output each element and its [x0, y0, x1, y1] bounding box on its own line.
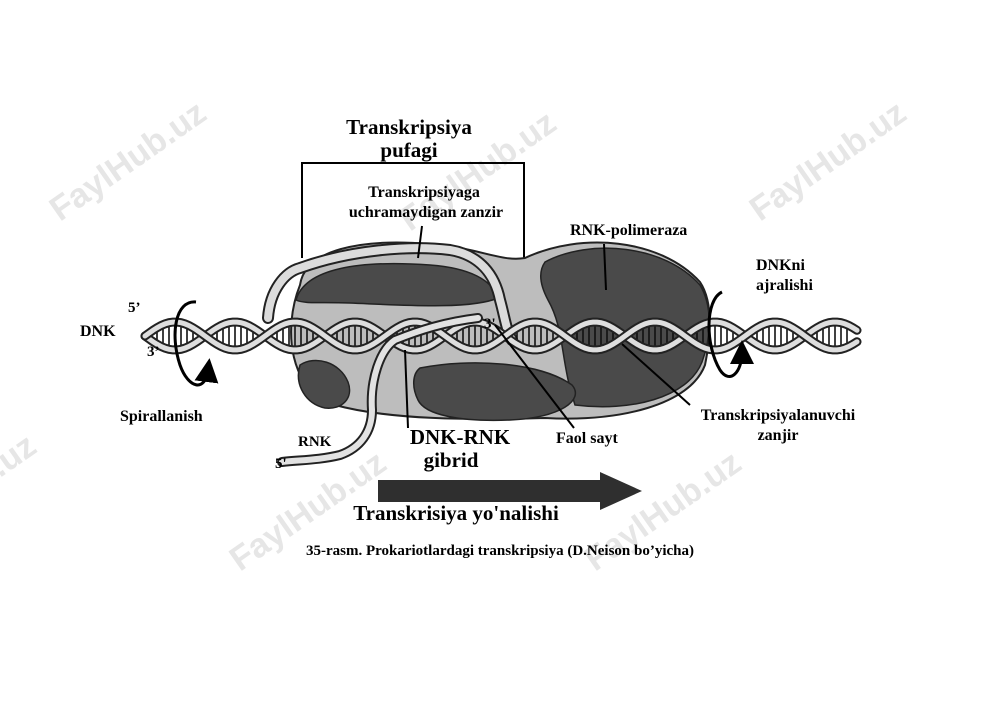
left-rotation-arrow — [173, 300, 219, 387]
polymerase-left-lobe — [297, 359, 351, 409]
dna-label: DNK — [80, 323, 116, 340]
rna-label: RNK — [298, 434, 332, 450]
active-site-label: Faol sayt — [556, 430, 618, 447]
watermark-text: FaylHub.uz — [0, 426, 43, 561]
direction-arrow — [378, 472, 642, 510]
five-prime-rna-label: 5' — [275, 456, 287, 472]
right-rotation-arrow — [707, 290, 754, 378]
leader-hybrid — [404, 349, 409, 429]
nontemplate-strand-fill — [264, 244, 516, 344]
leader-nontemplate — [417, 225, 423, 259]
unwinding-label-line1: DNKni — [756, 257, 805, 274]
template-label-line1: Transkripsiyalanuvchi — [701, 407, 856, 424]
unwinding-label-line2: ajralishi — [756, 277, 813, 294]
template-label-line2: zanjir — [758, 427, 799, 444]
leader-lines — [404, 225, 691, 429]
hybrid-label-line1: DNK-RNK — [410, 425, 511, 449]
bubble-title-line2: pufagi — [380, 138, 437, 162]
direction-label: Transkrisiya yo'nalishi — [353, 501, 559, 525]
watermark-text: FaylHub.uz — [743, 93, 913, 228]
leader-template — [621, 343, 691, 406]
nontemplate-label-line1: Transkripsiyaga — [368, 184, 480, 201]
rna-strand-fill — [279, 315, 481, 465]
leader-active-site — [494, 324, 575, 429]
five-prime-top-label: 5’ — [128, 300, 141, 316]
polymerase-label: RNK-polimeraza — [570, 222, 687, 239]
bubble-title-line1: Transkripsiya — [346, 115, 472, 139]
leader-polymerase — [603, 243, 607, 291]
rna-polymerase — [290, 241, 711, 422]
polymerase-right-lobe — [540, 247, 710, 408]
three-prime-left-label: 3’ — [147, 344, 160, 360]
three-prime-center-label: 3' — [484, 316, 496, 332]
bubble-bracket — [301, 162, 525, 258]
spiral-label: Spirallanish — [120, 408, 203, 425]
hybrid-label-line2: gibrid — [424, 448, 479, 472]
nontemplate-label-line2: uchramaydigan zanzir — [349, 204, 503, 221]
watermark-text: FaylHub.uz — [43, 93, 213, 228]
figure-caption: 35-rasm. Prokariotlardagi transkripsiya … — [305, 543, 695, 559]
